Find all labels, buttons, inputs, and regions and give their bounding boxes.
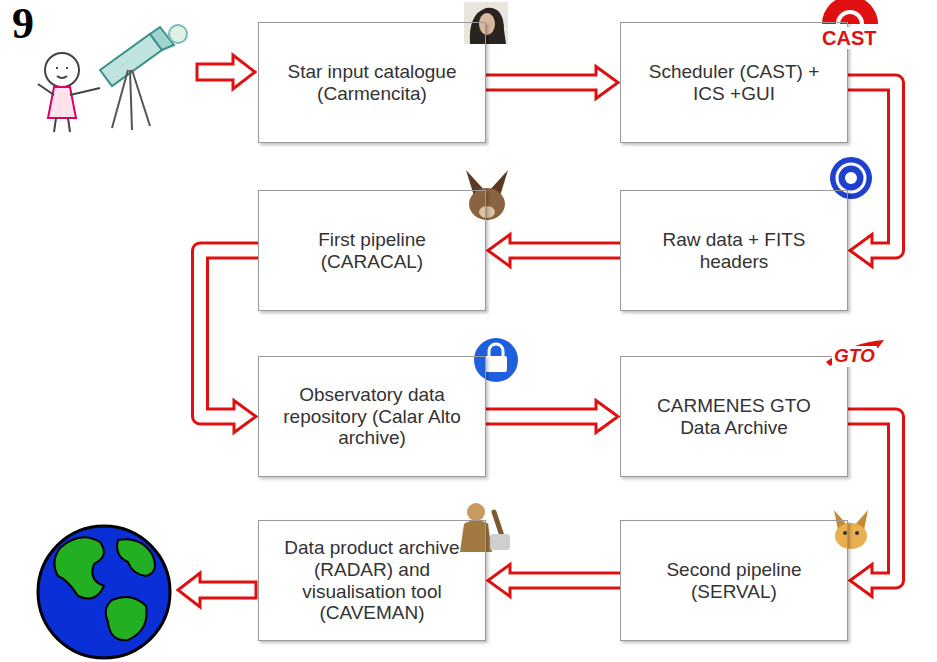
- arrow-shaft-inner: [848, 417, 896, 581]
- kid-limbs: [38, 84, 100, 132]
- cast-dome: [822, 0, 878, 24]
- earth-land: [54, 537, 104, 598]
- kid-telescope-figure: [38, 25, 187, 132]
- flow-arrow: [848, 417, 896, 597]
- logo-ring: [837, 164, 865, 192]
- process-box: Raw data + FITS headers: [620, 190, 848, 311]
- arrow-shaft: [508, 572, 620, 590]
- logo-disc: [830, 157, 872, 199]
- arrow-shaft-inner: [848, 83, 896, 251]
- arrow-shaft: [486, 408, 598, 426]
- arrow-head: [596, 67, 618, 99]
- kid-body: [48, 87, 76, 118]
- lynx-muzzle: [479, 206, 495, 218]
- logo-core: [845, 172, 857, 184]
- flow-arrow: [488, 565, 620, 597]
- serval-icon: [834, 510, 868, 549]
- arrow-head: [488, 565, 510, 597]
- arrow-shaft: [486, 74, 598, 92]
- arrow-head: [234, 401, 256, 433]
- flow-arrow: [848, 83, 896, 267]
- box-text: Raw data + FITS headers: [621, 229, 847, 273]
- flow-arrow: [488, 235, 620, 267]
- portrait-face: [479, 13, 495, 35]
- process-box: Data product archive (RADAR) and visuali…: [258, 520, 486, 641]
- earth-globe: [38, 526, 170, 658]
- arrow-shaft-inner: [486, 411, 598, 423]
- entry-arrow: [197, 55, 255, 89]
- arrow-head: [850, 235, 872, 267]
- arrow-head: [596, 401, 618, 433]
- logo-disc: [474, 338, 518, 382]
- box-text: First pipeline (CARACAL): [259, 229, 485, 273]
- process-box: First pipeline (CARACAL): [258, 190, 486, 311]
- kid-face: [56, 68, 68, 78]
- lock-shackle: [489, 344, 503, 357]
- lynx-icon: [466, 170, 508, 220]
- arrow-head: [488, 235, 510, 267]
- lynx-face: [469, 188, 505, 220]
- cast-logo: [822, 0, 878, 24]
- serval-face: [835, 523, 867, 549]
- arrow-shaft: [848, 417, 896, 581]
- caveman-head: [467, 503, 485, 521]
- arrow-shaft-inner: [508, 575, 620, 587]
- kid-head: [45, 53, 79, 87]
- process-box: Star input catalogue (Carmencita): [258, 22, 486, 143]
- box-text: Star input catalogue (Carmencita): [259, 61, 485, 105]
- box-text: Data product archive (RADAR) and visuali…: [259, 537, 485, 624]
- process-box: Observatory data repository (Calar Alto …: [258, 356, 486, 477]
- box-text: CARMENES GTO Data Archive: [621, 395, 847, 439]
- panel-number: 9: [10, 0, 36, 48]
- exit-arrow: [178, 573, 256, 607]
- observatory-logo: [830, 157, 872, 199]
- portrait-hair: [470, 8, 506, 44]
- telescope-tripod: [112, 70, 150, 130]
- arrow-shaft-inner: [200, 251, 258, 417]
- caveman-icon: [460, 503, 510, 552]
- caveman-body: [460, 520, 492, 552]
- flow-arrow: [486, 401, 618, 433]
- process-box: Second pipeline (SERVAL): [620, 520, 848, 641]
- serval-eye: [855, 531, 859, 535]
- arrow-head: [850, 565, 872, 597]
- flow-arrow: [486, 67, 618, 99]
- arrow-shaft: [848, 83, 896, 251]
- serval-eye: [843, 531, 847, 535]
- gto-swoosh: [826, 340, 884, 366]
- process-box: CARMENES GTO Data Archive: [620, 356, 848, 477]
- lock-body: [485, 356, 507, 372]
- arrow-shaft-inner: [508, 245, 620, 257]
- process-box: Scheduler (CAST) + ICS +GUI: [620, 22, 848, 143]
- arrow-shaft-inner: [486, 77, 598, 89]
- portrait-icon: [464, 2, 508, 44]
- portrait-ground: [464, 2, 508, 44]
- logo-text: GTO: [832, 346, 877, 367]
- earth-ocean: [38, 526, 170, 658]
- arrow-shaft: [508, 242, 620, 260]
- caveman-screen: [490, 534, 510, 550]
- earth-land: [117, 539, 155, 576]
- repository-logo: [474, 338, 518, 382]
- logo-text: CAST: [820, 27, 878, 49]
- arrow-shaft: [200, 251, 258, 417]
- box-text: Observatory data repository (Calar Alto …: [259, 384, 485, 450]
- earth-land: [106, 597, 147, 640]
- box-text: Scheduler (CAST) + ICS +GUI: [621, 61, 847, 105]
- small-globe: [169, 25, 187, 43]
- flow-arrow: [200, 251, 258, 433]
- box-text: Second pipeline (SERVAL): [621, 559, 847, 603]
